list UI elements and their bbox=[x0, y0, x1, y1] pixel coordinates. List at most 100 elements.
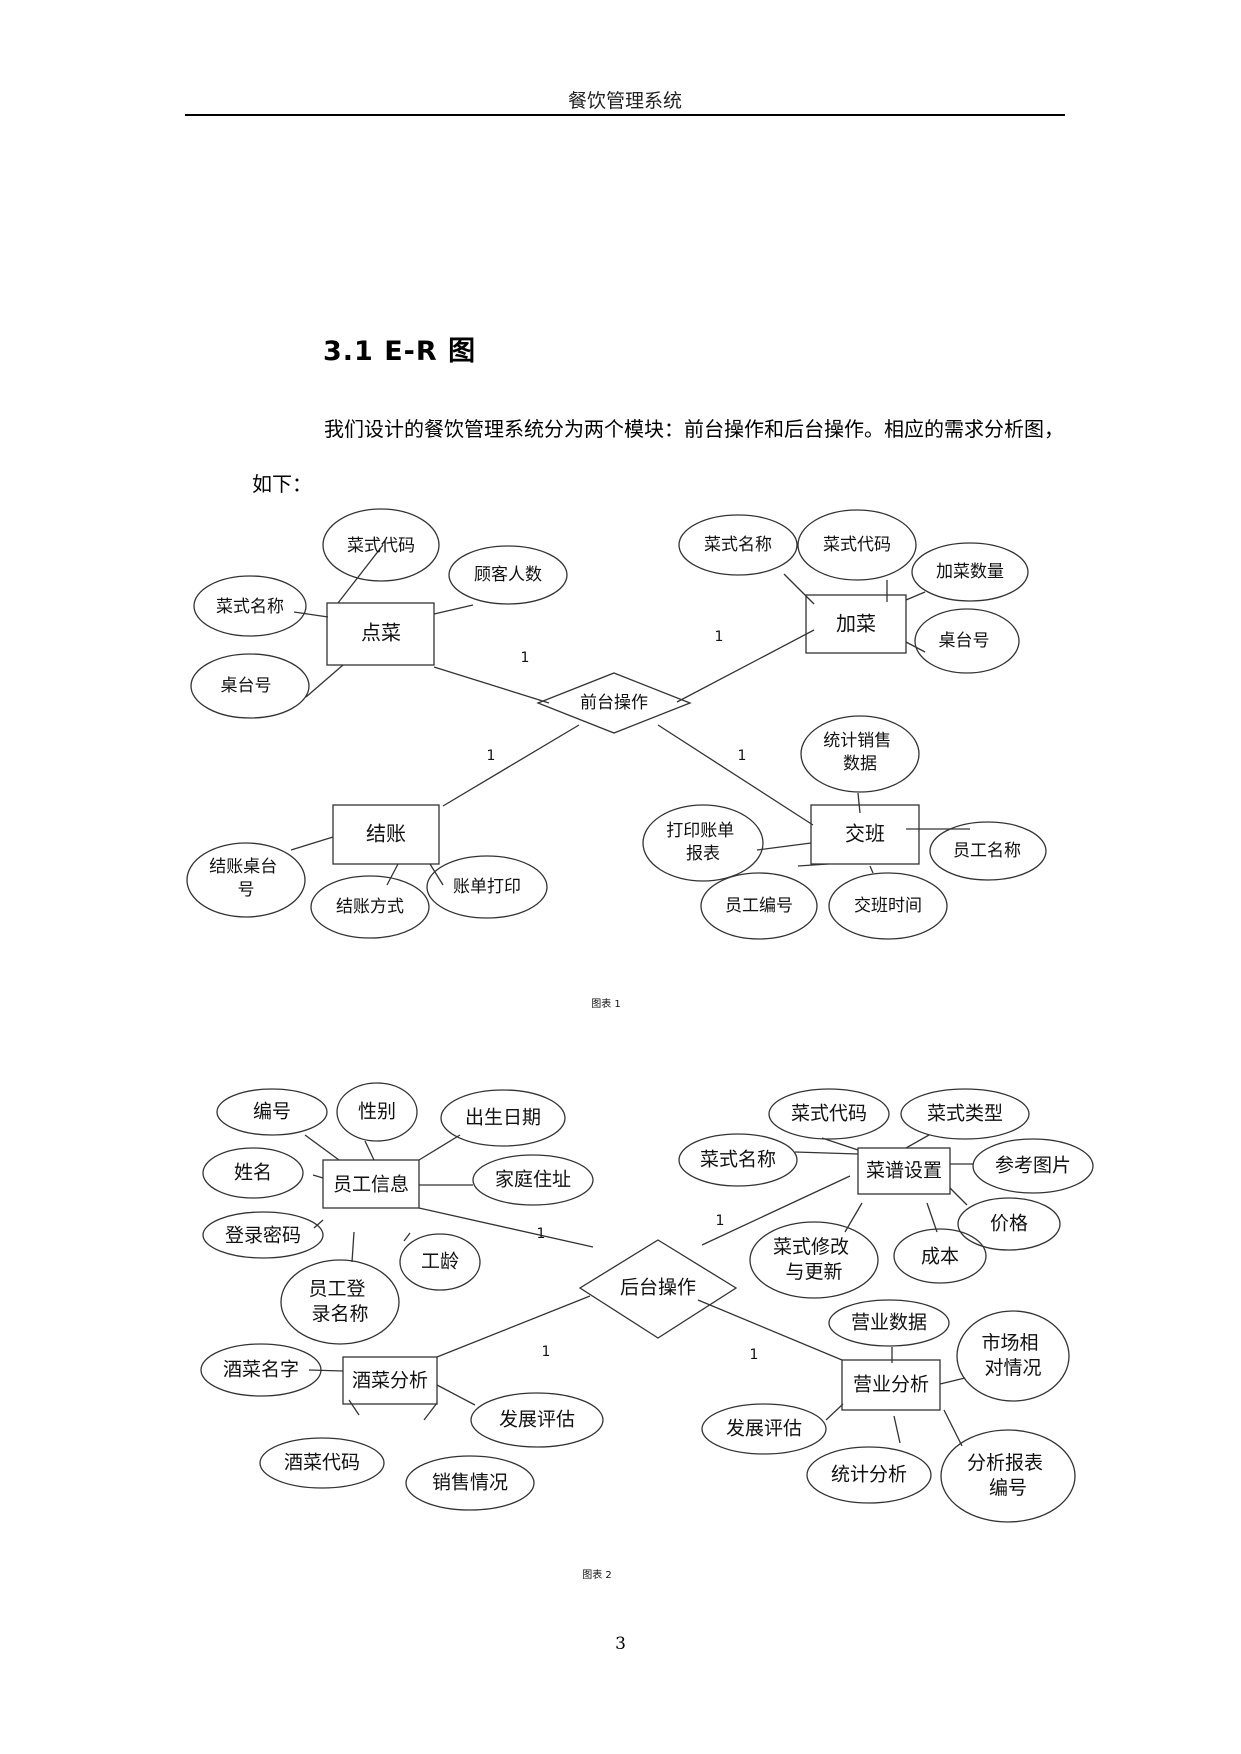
attr-label: 员工名称 bbox=[953, 841, 1021, 861]
attr-label: 菜式类型 bbox=[927, 1103, 1003, 1125]
attr-ellipse bbox=[190, 653, 310, 719]
diagram1-entities bbox=[326, 594, 920, 865]
attr-label-multiline: 市场相 对情况 bbox=[981, 1332, 1044, 1379]
entity-box-yuangong bbox=[322, 1159, 420, 1209]
attr-label: 员工编号 bbox=[725, 896, 793, 916]
attr-ellipse bbox=[336, 1082, 418, 1142]
attr-label: 成本 bbox=[921, 1246, 959, 1268]
diagram2-relationship bbox=[578, 1239, 738, 1339]
attr-ellipse bbox=[911, 542, 1029, 602]
attr-label: 桌台号 bbox=[939, 631, 990, 651]
diagram2-connectors bbox=[304, 1134, 973, 1447]
relationship-diamond-houtai bbox=[578, 1239, 738, 1339]
attr-label: 结账方式 bbox=[336, 897, 404, 917]
diagram1-attributes bbox=[186, 508, 1047, 940]
entity-label: 员工信息 bbox=[333, 1174, 409, 1196]
attr-label-multiline: 菜式修改 与更新 bbox=[773, 1236, 855, 1283]
attr-ellipse bbox=[797, 509, 917, 581]
attr-ellipse bbox=[448, 545, 568, 605]
header-rule bbox=[185, 114, 1065, 116]
cardinality-label: 1 bbox=[750, 1347, 759, 1363]
attr-label: 交班时间 bbox=[854, 896, 922, 916]
running-header: 餐饮管理系统 bbox=[567, 90, 682, 112]
attr-ellipse bbox=[470, 1392, 604, 1448]
attr-ellipse bbox=[399, 1233, 481, 1291]
cardinality-label: 1 bbox=[738, 748, 747, 764]
attr-ellipse bbox=[800, 715, 920, 793]
page-number: 3 bbox=[615, 1634, 626, 1654]
attr-label: 酒菜名字 bbox=[223, 1359, 299, 1381]
entity-label: 结账 bbox=[366, 822, 406, 846]
attr-label: 菜式代码 bbox=[823, 535, 891, 555]
attr-label: 加菜数量 bbox=[936, 562, 1004, 582]
relationship-label: 前台操作 bbox=[580, 693, 648, 713]
attr-ellipse bbox=[806, 1446, 932, 1504]
attr-ellipse bbox=[472, 1154, 594, 1206]
attr-label-multiline: 结账桌台 号 bbox=[209, 857, 282, 900]
attr-label: 家庭住址 bbox=[495, 1169, 571, 1191]
diagram1-relationship bbox=[536, 672, 692, 734]
attr-label: 出生日期 bbox=[465, 1107, 541, 1129]
attr-label: 菜式名称 bbox=[216, 597, 284, 617]
attr-ellipse bbox=[956, 1310, 1070, 1402]
attr-ellipse bbox=[440, 1089, 566, 1147]
attr-ellipse bbox=[259, 1437, 385, 1489]
section-title: 3.1 E-R 图 bbox=[323, 336, 477, 367]
attr-label: 账单打印 bbox=[453, 877, 521, 897]
attr-label: 菜式名称 bbox=[700, 1149, 776, 1171]
attr-label: 顾客人数 bbox=[474, 565, 542, 585]
attr-ellipse bbox=[828, 872, 948, 940]
attr-label: 发展评估 bbox=[726, 1418, 802, 1440]
attr-label: 工龄 bbox=[421, 1251, 459, 1273]
attr-label: 菜式名称 bbox=[704, 535, 772, 555]
entity-box-jiacai bbox=[805, 594, 907, 654]
entity-label: 菜谱设置 bbox=[866, 1160, 942, 1182]
entity-label: 点菜 bbox=[361, 621, 401, 645]
attr-ellipse bbox=[678, 1133, 798, 1187]
attr-ellipse bbox=[280, 1259, 400, 1345]
entity-box-jiaoban bbox=[810, 804, 920, 865]
entity-box-yingye bbox=[841, 1359, 941, 1411]
attr-label: 参考图片 bbox=[995, 1155, 1071, 1177]
attr-ellipse bbox=[678, 514, 798, 576]
cardinality-label: 1 bbox=[521, 650, 530, 666]
attr-ellipse bbox=[200, 1343, 322, 1397]
cardinality-label: 1 bbox=[542, 1344, 551, 1360]
attr-ellipse bbox=[914, 608, 1020, 674]
attr-ellipse bbox=[405, 1455, 535, 1511]
attr-ellipse bbox=[893, 1228, 987, 1284]
attr-label: 酒菜代码 bbox=[284, 1452, 360, 1474]
attr-label: 性别 bbox=[358, 1101, 396, 1123]
attr-ellipse bbox=[202, 1211, 324, 1259]
diagram2-attributes bbox=[200, 1082, 1094, 1523]
attr-label: 营业数据 bbox=[851, 1312, 927, 1334]
entity-box-jiezhang bbox=[332, 804, 440, 865]
attr-ellipse bbox=[700, 872, 818, 940]
attr-ellipse bbox=[940, 1429, 1076, 1523]
relationship-diamond-qiantai bbox=[536, 672, 692, 734]
diagram2-caption: 图表 2 bbox=[582, 1568, 612, 1581]
entity-label: 酒菜分析 bbox=[352, 1370, 428, 1392]
attr-ellipse bbox=[310, 875, 430, 939]
attr-ellipse bbox=[972, 1138, 1094, 1194]
diagram2-entities bbox=[322, 1147, 951, 1411]
attr-ellipse bbox=[701, 1403, 827, 1455]
attr-ellipse bbox=[929, 821, 1047, 881]
attr-label: 统计分析 bbox=[831, 1464, 907, 1486]
relationship-label: 后台操作 bbox=[620, 1277, 696, 1299]
attr-label: 销售情况 bbox=[432, 1472, 508, 1494]
cardinality-label: 1 bbox=[716, 1213, 725, 1229]
attr-ellipse bbox=[749, 1221, 879, 1299]
intro-paragraph: 我们设计的餐饮管理系统分为两个模块：前台操作和后台操作。相应的需求分析图，如下： bbox=[252, 417, 1064, 496]
attr-ellipse bbox=[426, 855, 548, 919]
attr-label: 姓名 bbox=[234, 1162, 272, 1184]
attr-ellipse bbox=[768, 1088, 890, 1140]
entity-label: 加菜 bbox=[836, 612, 876, 636]
attr-ellipse bbox=[642, 804, 764, 882]
diagram1-caption: 图表 1 bbox=[591, 997, 621, 1010]
attr-label: 发展评估 bbox=[499, 1409, 575, 1431]
cardinality-label: 1 bbox=[537, 1226, 546, 1242]
entity-box-caipu bbox=[857, 1147, 951, 1195]
diagram1-connectors bbox=[290, 544, 970, 886]
